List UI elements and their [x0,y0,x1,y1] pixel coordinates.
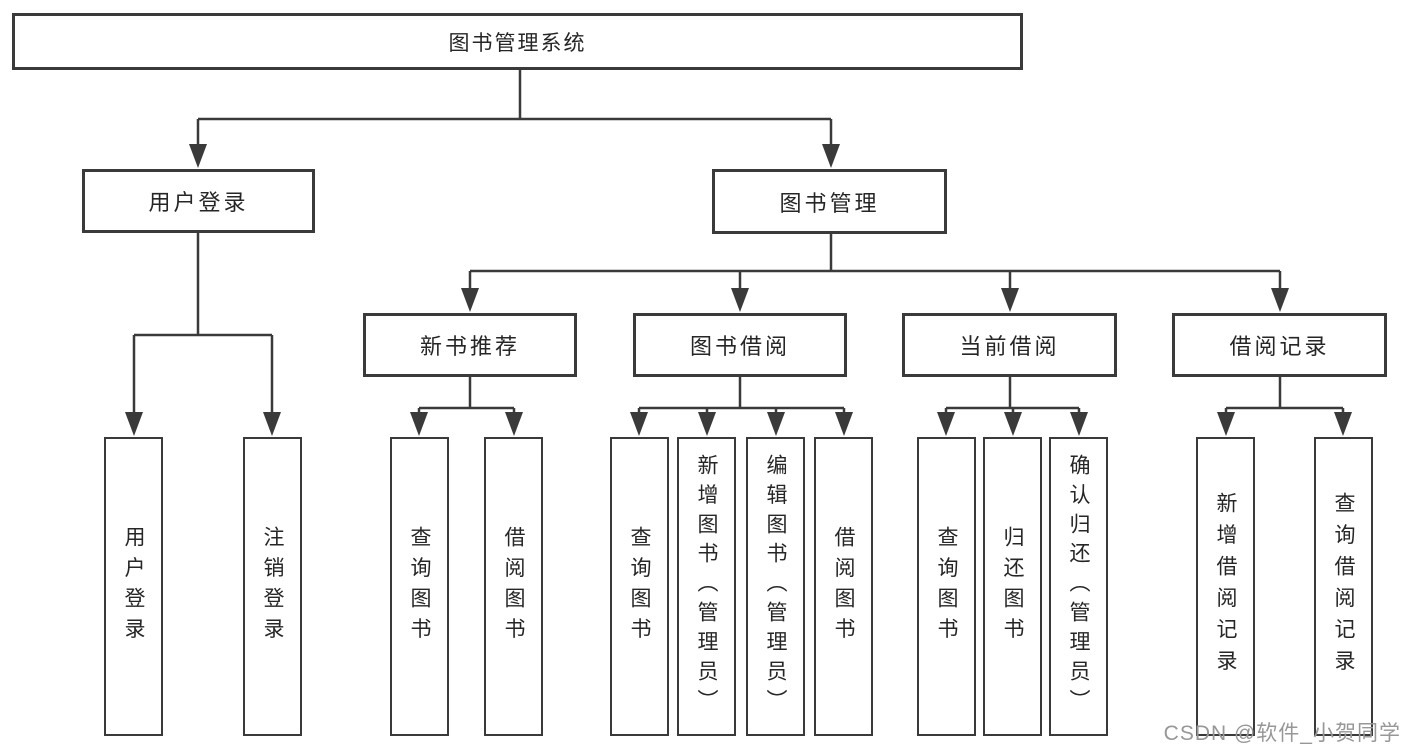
node-label: 查询借阅记录 [1332,492,1355,681]
node-current-borrowing: 当前借阅 [902,313,1117,377]
node-label: 确认归还（管理员） [1067,454,1090,719]
node-borrow-records: 借阅记录 [1172,313,1387,377]
node-cb-return-book: 归还图书 [983,437,1042,736]
node-user-login-action: 用户登录 [104,437,163,736]
node-nbr-query-book: 查询图书 [390,437,449,736]
node-bb-query-book: 查询图书 [610,437,669,736]
node-nbr-borrow-book: 借阅图书 [484,437,543,736]
csdn-watermark: CSDN @软件_小贺同学 [1163,722,1401,745]
node-label: 查询图书 [628,525,651,648]
node-label: 借阅图书 [832,525,855,648]
node-bb-borrow-book: 借阅图书 [814,437,873,736]
node-book-management: 图书管理 [712,169,947,234]
node-cb-query-book: 查询图书 [917,437,976,736]
node-label: 新增图书（管理员） [695,454,718,719]
node-logout: 注销登录 [243,437,302,736]
node-bb-edit-book-admin: 编辑图书（管理员） [746,437,805,736]
arrowheads [125,144,1352,436]
node-br-query-record: 查询借阅记录 [1314,437,1373,736]
node-label: 注销登录 [261,525,284,648]
node-label: 新增借阅记录 [1214,492,1237,681]
node-bb-add-book-admin: 新增图书（管理员） [677,437,736,736]
node-label: 归还图书 [1001,525,1024,648]
node-cb-confirm-return-admin: 确认归还（管理员） [1049,437,1108,736]
node-label: 编辑图书（管理员） [764,454,787,719]
node-new-book-recommendation: 新书推荐 [363,313,577,377]
node-label: 查询图书 [408,525,431,648]
node-user-login: 用户登录 [82,169,315,233]
node-label: 查询图书 [935,525,958,648]
node-library-management-system: 图书管理系统 [12,13,1023,70]
node-label: 借阅图书 [502,525,525,648]
node-book-borrowing: 图书借阅 [633,313,847,377]
node-label: 用户登录 [122,525,145,648]
node-br-add-record: 新增借阅记录 [1196,437,1255,736]
